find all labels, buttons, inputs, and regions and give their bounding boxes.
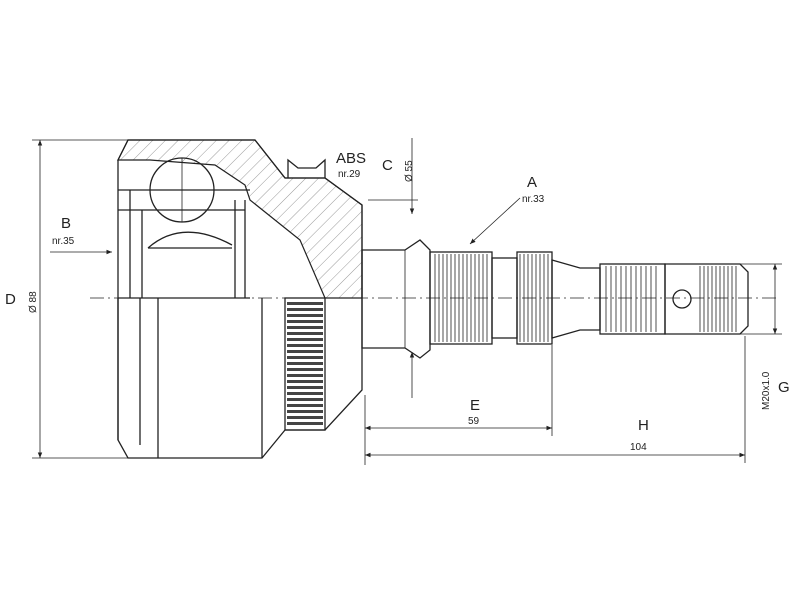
abs-tooth: [287, 320, 323, 323]
threaded-end: [664, 263, 749, 335]
label-a-arrow: [469, 197, 521, 245]
label-h: H: [638, 417, 649, 434]
abs-tooth: [287, 344, 323, 347]
abs-tooth: [287, 410, 323, 413]
abs-tooth: [287, 380, 323, 383]
abs-tooth: [287, 338, 323, 341]
label-b-nr: nr.35: [52, 236, 75, 247]
abs-ring-top: [287, 158, 326, 178]
shank-lines: [605, 266, 657, 332]
label-abs: ABS: [336, 150, 366, 167]
label-g-dim: M20x1.0: [761, 371, 772, 410]
abs-tooth: [287, 350, 323, 353]
label-d: D: [5, 291, 16, 308]
abs-tooth: [287, 356, 323, 359]
abs-tooth: [287, 386, 323, 389]
abs-tooth: [287, 362, 323, 365]
label-e-dim: 59: [468, 416, 480, 427]
abs-tooth: [287, 332, 323, 335]
abs-tooth: [287, 302, 323, 305]
thread-shank: [599, 263, 666, 335]
abs-tooth: [287, 416, 323, 419]
label-e: E: [470, 397, 480, 414]
abs-tooth: [287, 398, 323, 401]
abs-tooth: [287, 422, 323, 425]
label-c: C: [382, 157, 393, 174]
inner-race-arc: [147, 231, 233, 249]
label-g: G: [778, 379, 790, 396]
thread-lines: [699, 266, 737, 332]
abs-tooth: [287, 314, 323, 317]
abs-ring: [284, 297, 326, 431]
label-h-dim: 104: [630, 442, 647, 453]
shaft-taper: [551, 259, 601, 339]
stub-shaft: [361, 239, 431, 359]
abs-tooth: [287, 374, 323, 377]
label-a-nr: nr.33: [522, 194, 545, 205]
cotter-pin-hole: [672, 289, 692, 309]
abs-tooth: [287, 308, 323, 311]
abs-tooth: [287, 404, 323, 407]
abs-tooth: [287, 392, 323, 395]
label-d-dim: Ø 88: [28, 291, 39, 313]
label-abs-nr: nr.29: [338, 169, 361, 180]
label-c-dim: Ø 55: [404, 160, 415, 182]
abs-tooth: [287, 326, 323, 329]
abs-tooth: [287, 368, 323, 371]
label-a: A: [527, 174, 537, 191]
spline-teeth: [434, 254, 549, 342]
label-b: B: [61, 215, 71, 232]
